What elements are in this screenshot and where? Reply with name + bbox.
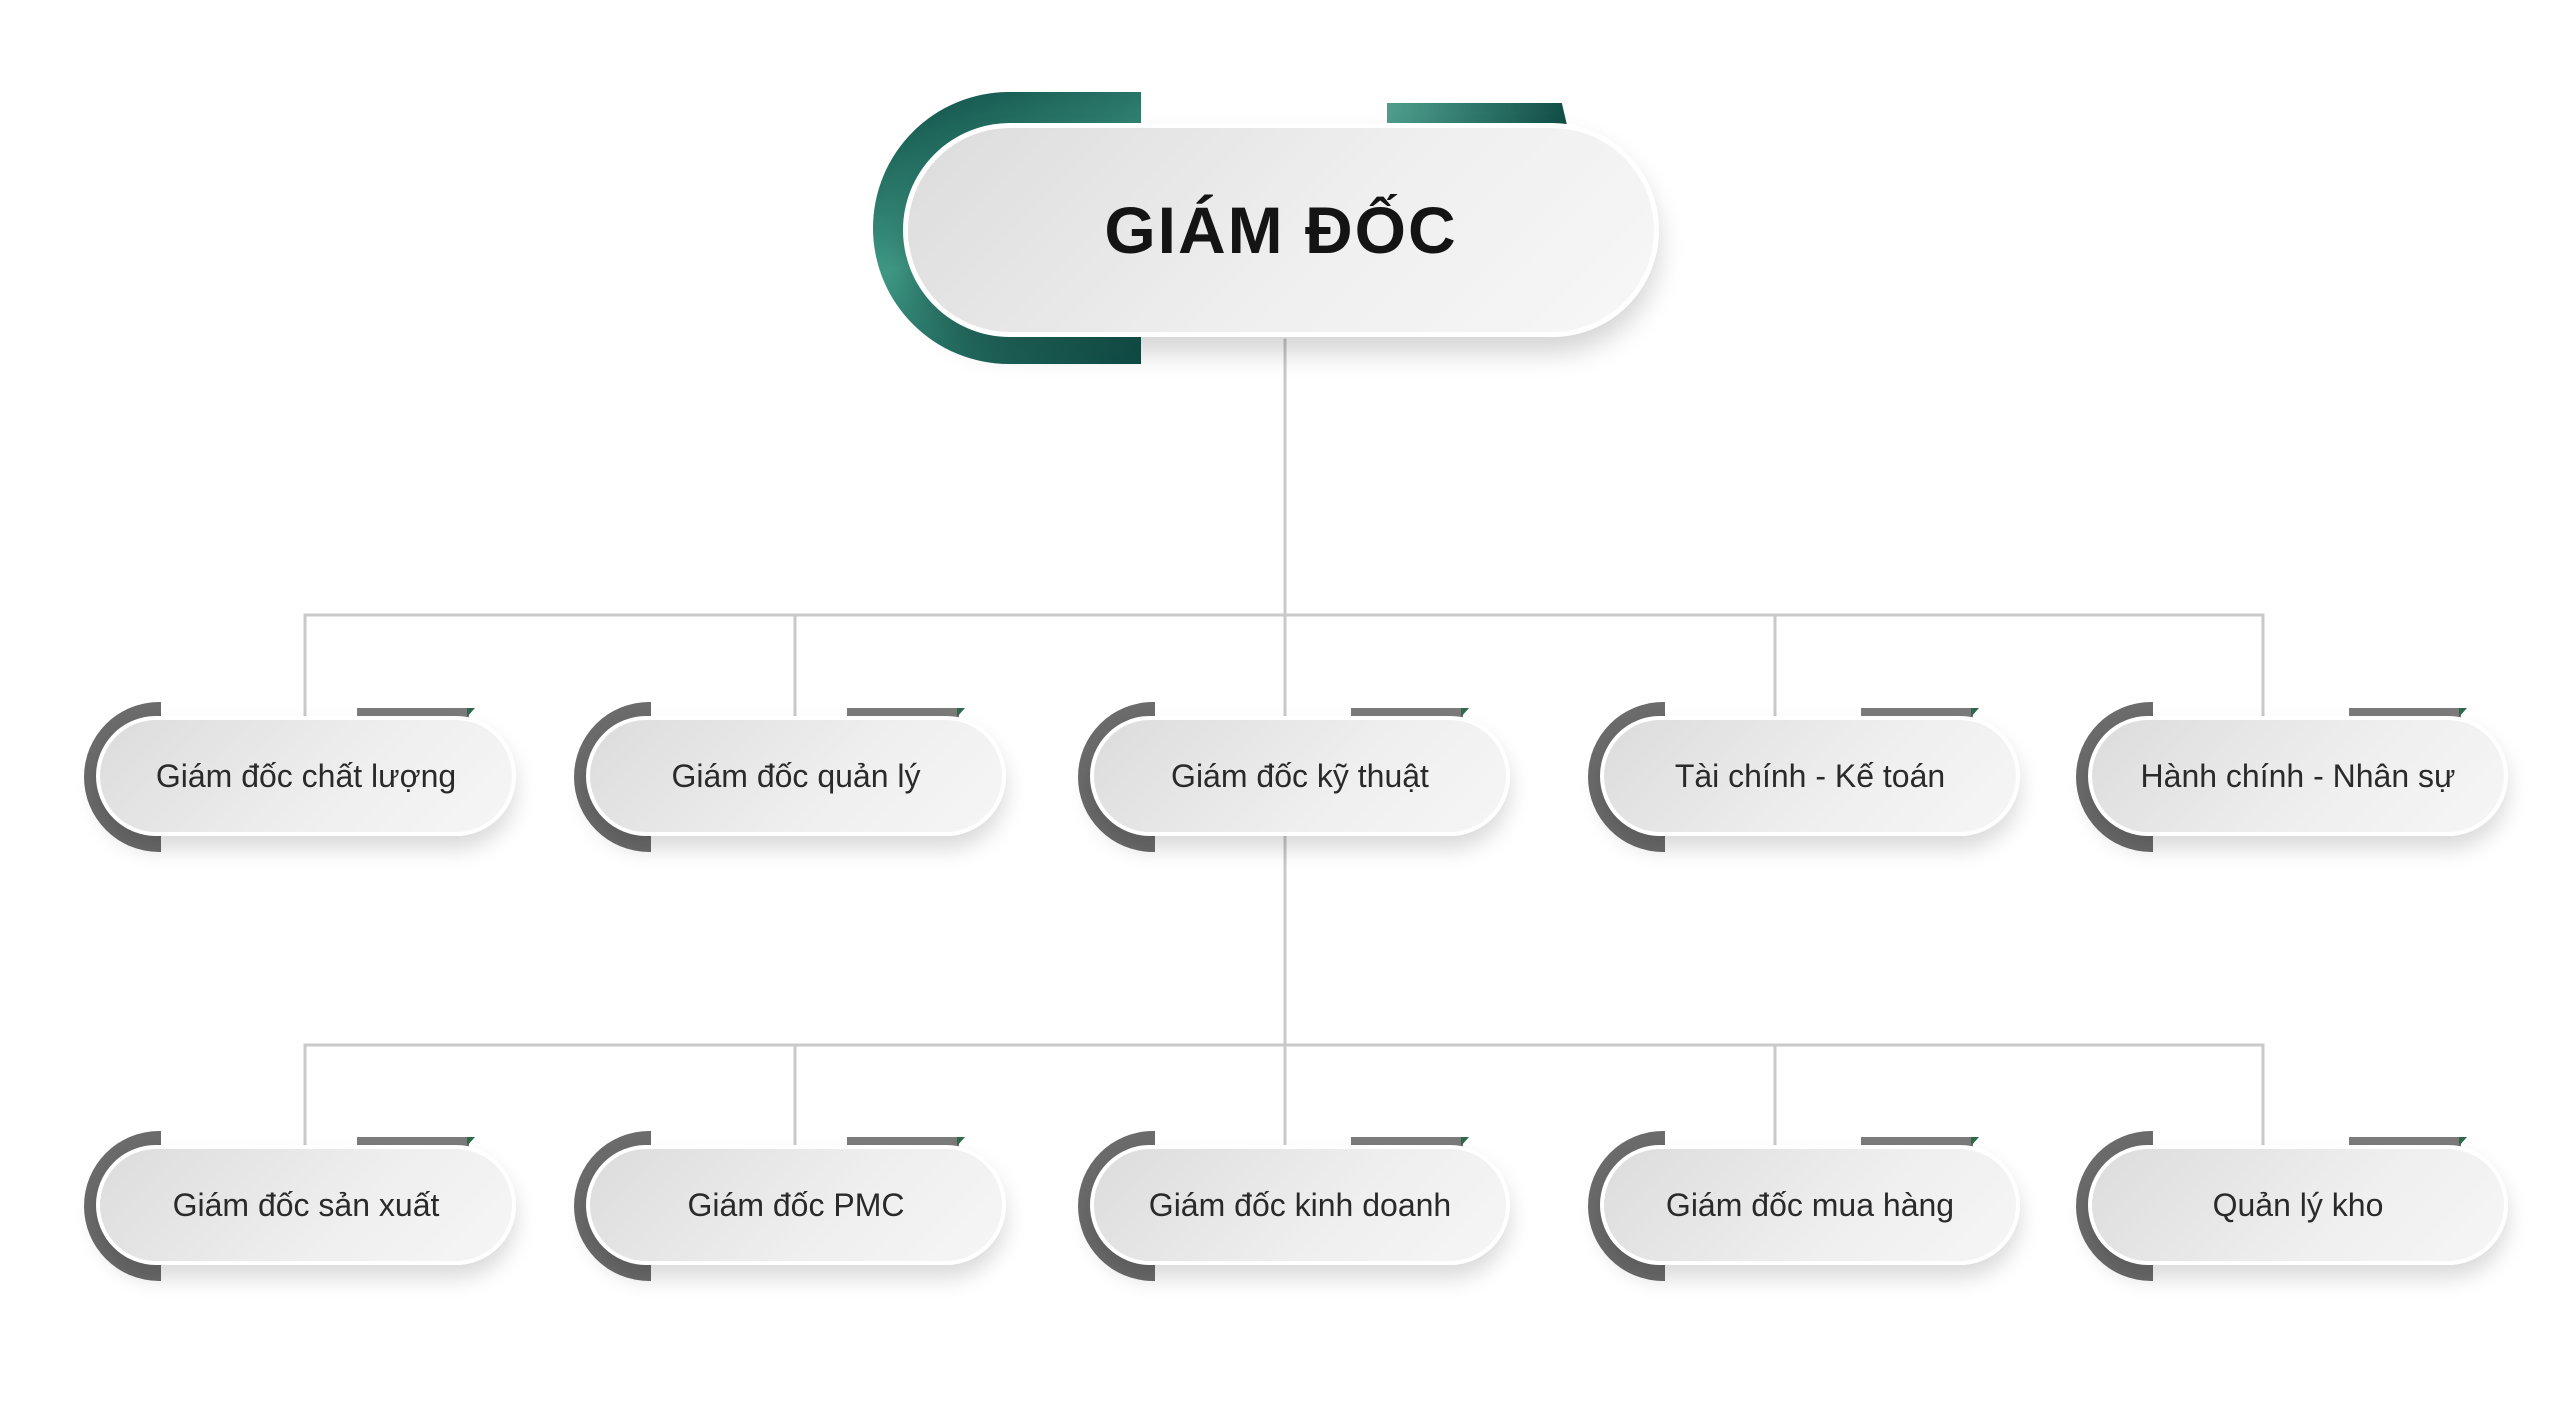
node-finance-accounting: Tài chính - Kế toán [1588,702,2020,860]
node-production-director: Giám đốc sản xuất [84,1131,516,1289]
node-label: Giám đốc quản lý [671,757,921,794]
node-pill: Giám đốc kinh doanh [1090,1145,1510,1265]
node-label: Tài chính - Kế toán [1674,757,1946,794]
node-pill: Giám đốc sản xuất [96,1145,516,1265]
node-label: Giám đốc PMC [687,1186,905,1223]
node-label: Quản lý kho [2212,1186,2384,1223]
node-sales-director: Giám đốc kinh doanh [1078,1131,1510,1289]
node-label: Giám đốc mua hàng [1665,1186,1955,1223]
node-management-director: Giám đốc quản lý [574,702,1006,860]
node-technical-director: Giám đốc kỹ thuật [1078,702,1510,860]
director-title: GIÁM ĐỐC [1104,193,1458,267]
node-label: Giám đốc kỹ thuật [1171,757,1429,794]
node-purchasing-director: Giám đốc mua hàng [1588,1131,2020,1289]
node-pill: Giám đốc mua hàng [1600,1145,2020,1265]
node-label: Giám đốc sản xuất [172,1186,440,1223]
node-pmc-director: Giám đốc PMC [574,1131,1006,1289]
node-pill: Giám đốc kỹ thuật [1090,716,1510,836]
node-label: Giám đốc kinh doanh [1148,1186,1452,1223]
node-pill: Giám đốc chất lượng [96,716,516,836]
node-warehouse-manager: Quản lý kho [2076,1131,2508,1289]
node-pill: Hành chính - Nhân sự [2088,716,2508,836]
node-quality-director: Giám đốc chất lượng [84,702,516,860]
node-admin-hr: Hành chính - Nhân sự [2076,702,2508,860]
node-label: Giám đốc chất lượng [155,757,457,794]
node-pill: Giám đốc quản lý [586,716,1006,836]
node-pill: Quản lý kho [2088,1145,2508,1265]
director-pill: GIÁM ĐỐC [903,123,1659,337]
node-label: Hành chính - Nhân sự [2140,757,2456,794]
node-pill: Giám đốc PMC [586,1145,1006,1265]
node-director: GIÁM ĐỐC [865,90,1685,370]
node-pill: Tài chính - Kế toán [1600,716,2020,836]
